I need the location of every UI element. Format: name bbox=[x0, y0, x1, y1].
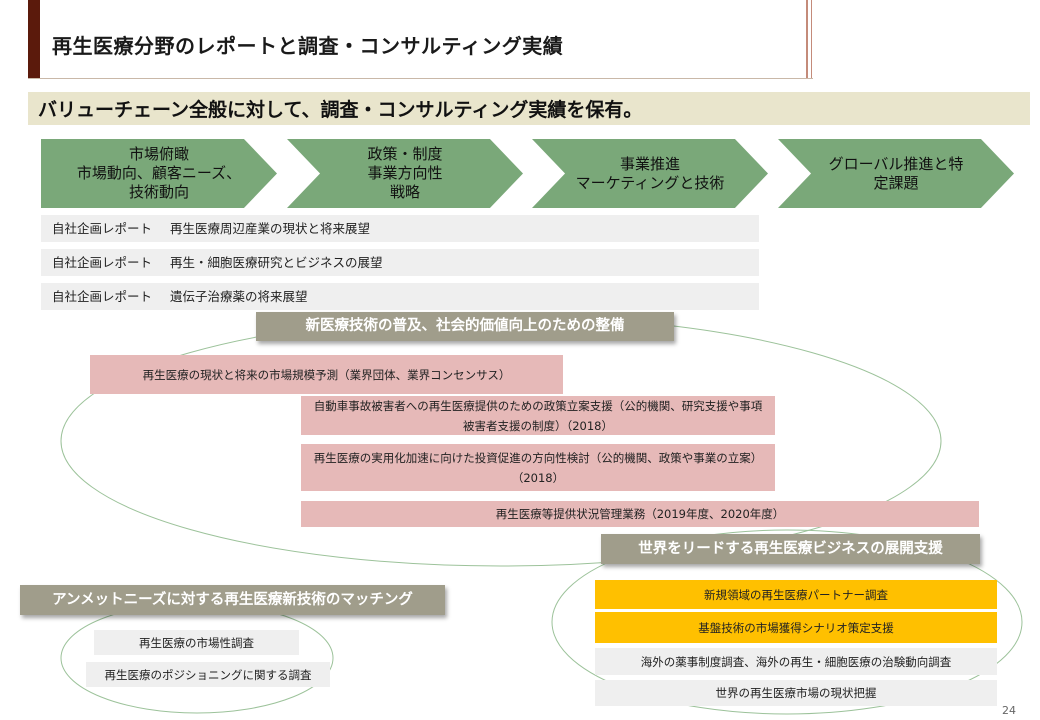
right-group-tag: 世界をリードする再生医療ビジネスの展開支援 bbox=[601, 534, 980, 564]
report-title: 遺伝子治療薬の将来展望 bbox=[170, 289, 308, 304]
chevron-business-promotion: 事業推進 マーケティングと技術 bbox=[532, 139, 768, 208]
center-group-ellipse bbox=[60, 315, 942, 567]
chevron-market-overview: 市場俯瞰 市場動向、顧客ニーズ、 技術動向 bbox=[41, 139, 277, 208]
report-row: 自社企画レポート 再生・細胞医療研究とビジネスの展望 bbox=[41, 249, 759, 276]
subtitle-text: バリューチェーン全般に対して、調査・コンサルティング実績を保有。 bbox=[38, 99, 643, 121]
right-item: 新規領域の再生医療パートナー調査 bbox=[595, 580, 997, 609]
header-accent-bar bbox=[28, 0, 40, 78]
report-label: 自社企画レポート bbox=[52, 221, 153, 236]
right-item: 世界の再生医療市場の現状把握 bbox=[595, 680, 997, 706]
right-group-ellipse bbox=[551, 529, 1023, 715]
left-item: 再生医療のポジショニングに関する調査 bbox=[86, 662, 330, 687]
chevron-policy-strategy: 政策・制度 事業方向性 戦略 bbox=[287, 139, 523, 208]
left-item: 再生医療の市場性調査 bbox=[94, 630, 299, 655]
center-item: 再生医療の実用化加速に向けた投資促進の方向性検討（公的機関、政策や事業の立案）（… bbox=[301, 444, 775, 491]
page-number: 24 bbox=[1002, 704, 1016, 717]
chevron-global-issues: グローバル推進と特 定課題 bbox=[778, 139, 1014, 208]
right-item: 基盤技術の市場獲得シナリオ策定支援 bbox=[595, 612, 997, 643]
center-item: 再生医療の現状と将来の市場規模予測（業界団体、業界コンセンサス） bbox=[90, 355, 563, 394]
right-item: 海外の薬事制度調査、海外の再生・細胞医療の治験動向調査 bbox=[595, 648, 997, 675]
header-rule bbox=[28, 78, 813, 79]
report-row: 自社企画レポート 再生医療周辺産業の現状と将来展望 bbox=[41, 215, 759, 242]
header-divider-line bbox=[811, 0, 812, 78]
report-title: 再生医療周辺産業の現状と将来展望 bbox=[170, 221, 371, 236]
report-row: 自社企画レポート 遺伝子治療薬の将来展望 bbox=[41, 283, 759, 310]
report-label: 自社企画レポート bbox=[52, 289, 153, 304]
center-item: 再生医療等提供状況管理業務（2019年度、2020年度） bbox=[301, 501, 979, 527]
left-group-tag: アンメットニーズに対する再生医療新技術のマッチング bbox=[20, 585, 445, 615]
subtitle-band: バリューチェーン全般に対して、調査・コンサルティング実績を保有。 bbox=[28, 92, 1030, 125]
report-label: 自社企画レポート bbox=[52, 255, 153, 270]
report-title: 再生・細胞医療研究とビジネスの展望 bbox=[170, 255, 383, 270]
page-title: 再生医療分野のレポートと調査・コンサルティング実績 bbox=[52, 34, 564, 58]
header-divider-line bbox=[806, 0, 808, 78]
center-item: 自動車事故被害者への再生医療提供のための政策立案支援（公的機関、研究支援や事項被… bbox=[301, 396, 775, 435]
left-group-ellipse bbox=[60, 602, 334, 714]
center-group-tag: 新医療技術の普及、社会的価値向上のための整備 bbox=[256, 312, 674, 341]
